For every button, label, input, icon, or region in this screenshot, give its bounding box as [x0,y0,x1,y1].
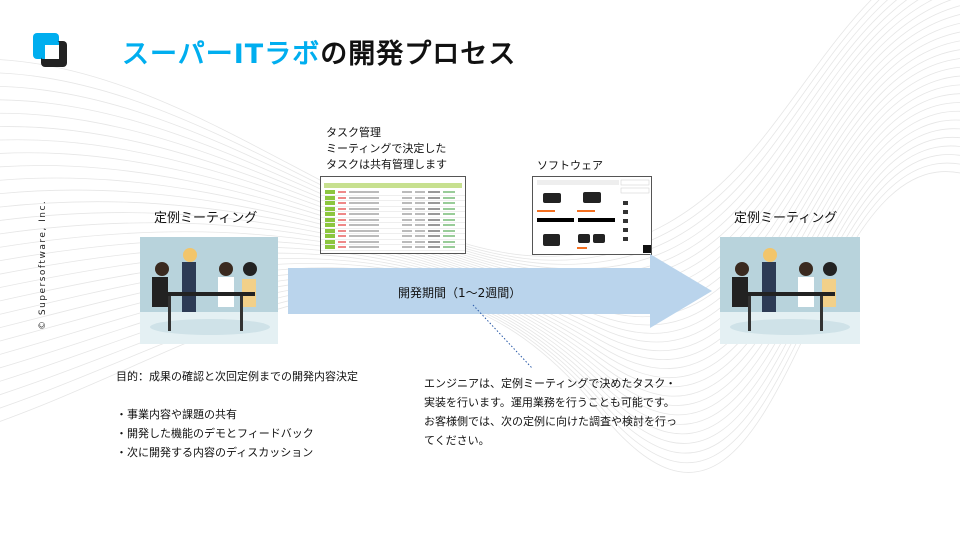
development-period-arrow [288,254,712,328]
table-row [321,228,465,234]
note-line: エンジニアは、定例ミーティングで決めたタスク・ [424,377,677,390]
title-brand: スーパーITラボ [122,39,321,70]
note-line: 実装を行います。運用業務を行うことも可能です。 [424,396,675,409]
right-meeting-label: 定例ミーティング [734,211,838,226]
meeting-illustration-right [720,237,860,344]
meeting-purpose: 目的：成果の確認と次回定例までの開発内容決定 ・事業内容や課題の共有 ・開発した… [116,367,358,462]
purpose-bullet: ・開発した機能のデモとフィードバック [116,427,314,440]
table-row [321,239,465,245]
task-management-screenshot [320,176,466,254]
purpose-bullet: ・次に開発する内容のディスカッション [116,446,314,459]
page-title: スーパーITラボの開発プロセス [122,32,516,71]
callout-dotted-line [472,304,533,369]
software-screenshot [532,176,652,255]
left-meeting-label: 定例ミーティング [154,211,258,226]
caption-line: タスクは共有管理します [326,158,447,171]
table-row [321,245,465,251]
table-row [321,217,465,223]
table-row [321,212,465,218]
caption-line: ミーティングで決定した [326,142,447,155]
table-row [321,206,465,212]
supersoftware-logo-icon [32,32,70,74]
engineer-note: エンジニアは、定例ミーティングで決めたタスク・ 実装を行います。運用業務を行うこ… [424,374,677,450]
title-rest: の開発プロセス [320,39,517,70]
copyright-text: © Supersoftware, Inc. [38,199,48,330]
purpose-bullet: ・事業内容や課題の共有 [116,408,237,421]
task-management-caption: タスク管理 ミーティングで決定した タスクは共有管理します [326,125,447,173]
table-row [321,195,465,201]
note-line: お客様側では、次の定例に向けた調査や検討を行っ [424,415,677,428]
meeting-illustration-left [140,237,278,344]
table-row [321,190,465,196]
table-header-bar [324,183,462,188]
table-row [321,234,465,240]
purpose-heading: 目的：成果の確認と次回定例までの開発内容決定 [116,370,358,383]
development-period-label: 開発期間（1～2週間） [398,286,522,300]
caption-line: タスク管理 [326,126,381,139]
software-label: ソフトウェア [537,159,603,172]
table-row [321,223,465,229]
table-row [321,201,465,207]
note-line: てください。 [424,434,490,447]
